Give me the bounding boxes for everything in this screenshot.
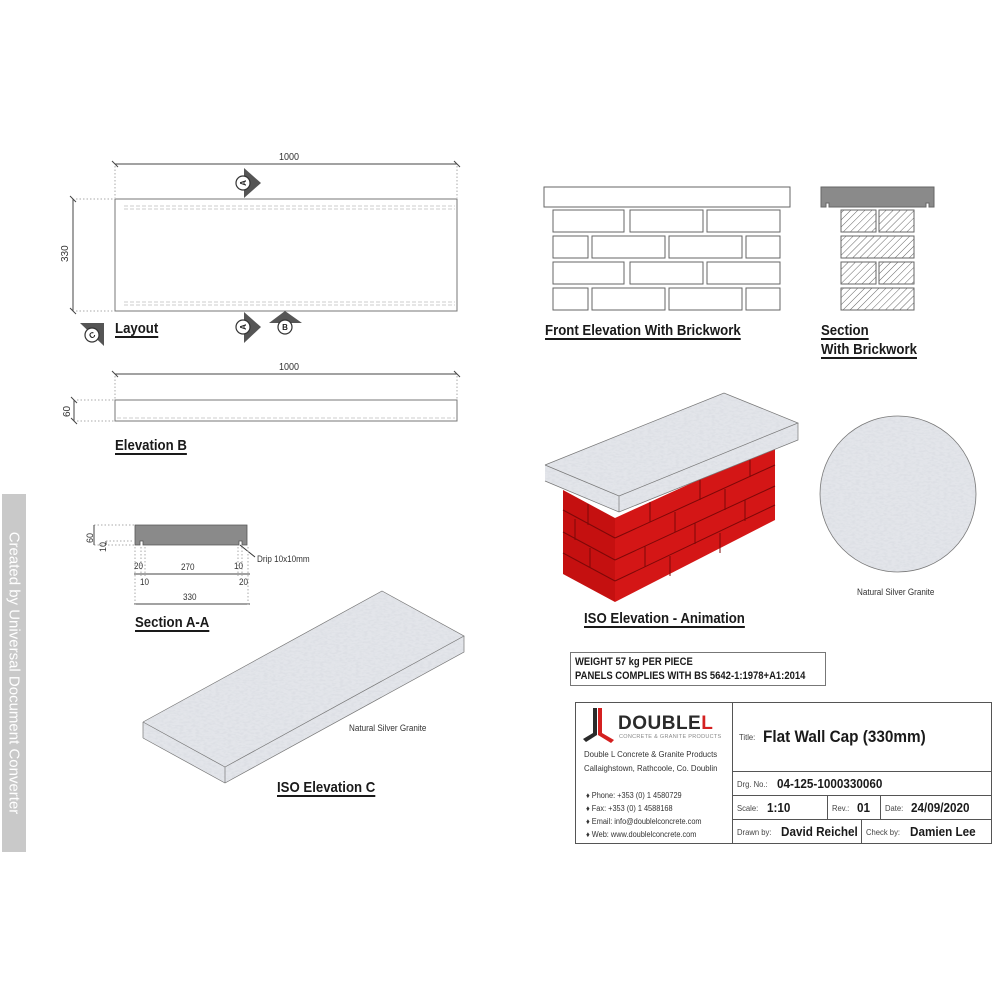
company-address: Callaighstown, Rathcoole, Co. Doublin — [584, 763, 718, 773]
layout-height-dim: 330 — [60, 245, 71, 262]
drawing-title: Flat Wall Cap (330mm) — [763, 727, 926, 746]
section-aa-view — [93, 524, 256, 606]
company-panel: DOUBLEL CONCRETE & GRANITE PRODUCTS Doub… — [576, 703, 733, 843]
company-email: ♦ Email: info@doublelconcrete.com — [586, 817, 702, 826]
company-fax: ♦ Fax: +353 (0) 1 4588168 — [586, 804, 673, 813]
scale-key: Scale: — [737, 802, 759, 813]
check-by-key: Check by: — [866, 826, 901, 837]
swatch-label: Natural Silver Granite — [857, 587, 935, 597]
svg-text:A: A — [239, 324, 248, 330]
watermark-strip: Created by Universal Document Converter — [2, 494, 26, 852]
elevation-b-width-dim: 1000 — [279, 362, 300, 373]
section-left-offset-dim: 20 — [134, 561, 144, 571]
iso-c-label: ISO Elevation C — [277, 779, 376, 796]
elevation-b-height-dim: 60 — [62, 405, 73, 417]
weight-note: WEIGHT 57 kg PER PIECE — [575, 656, 693, 668]
section-aa-label: Section A-A — [135, 614, 210, 631]
logo-text: DOUBLEL — [618, 713, 714, 734]
layout-view — [69, 160, 461, 315]
drg-no-key: Drg. No.: — [737, 778, 768, 789]
section-left-drip-dim: 10 — [140, 577, 150, 587]
rev-key: Rev.: — [832, 802, 850, 813]
layout-label: Layout — [115, 320, 159, 337]
company-phone: ♦ Phone: +353 (0) 1 4580729 — [586, 791, 682, 800]
title-block: DOUBLEL CONCRETE & GRANITE PRODUCTS Doub… — [575, 702, 992, 844]
section-total-dim: 330 — [183, 592, 197, 602]
section-height-dim: 60 — [85, 532, 95, 543]
logo-tagline: CONCRETE & GRANITE PRODUCTS — [619, 734, 722, 740]
section-brickwork-label-1: Section — [821, 322, 869, 339]
svg-text:C: C — [87, 330, 97, 341]
iso-c-slab — [142, 590, 465, 784]
compliance-note: PANELS COMPLIES WITH BS 5642-1:1978+A1:2… — [575, 670, 806, 682]
section-brickwork-label-2: With Brickwork — [821, 341, 917, 358]
scale-value: 1:10 — [766, 800, 791, 815]
iso-animation-label: ISO Elevation - Animation — [584, 610, 745, 627]
double-l-logo-icon — [583, 708, 614, 743]
section-drip-height-dim: 10 — [98, 541, 108, 552]
svg-text:A: A — [239, 180, 248, 186]
drawn-check-row: Drawn by: David Reichel Check by: Damien… — [733, 820, 991, 843]
section-marker-a-top-icon: A — [235, 168, 261, 198]
section-marker-c-icon: C — [80, 323, 104, 346]
checked-by: Damien Lee — [909, 824, 976, 839]
front-elevation-brickwork — [543, 186, 791, 311]
title-row: Title: Flat Wall Cap (330mm) — [733, 703, 991, 772]
company-web: ♦ Web: www.doublelconcrete.com — [586, 830, 697, 839]
drip-note: Drip 10x10mm — [257, 554, 310, 564]
notes-box: WEIGHT 57 kg PER PIECE PANELS COMPLIES W… — [570, 652, 826, 686]
revision: 01 — [857, 800, 871, 815]
drawing-number-row: Drg. No.: 04-125-1000330060 — [733, 772, 991, 796]
section-right-offset-dim: 20 — [239, 577, 249, 587]
section-brickwork — [820, 186, 935, 311]
front-elevation-label: Front Elevation With Brickwork — [545, 322, 741, 339]
section-marker-b-icon: B — [269, 311, 302, 335]
section-middle-dim: 270 — [181, 562, 195, 572]
section-right-drip-dim: 10 — [234, 561, 244, 571]
company-name: Double L Concrete & Granite Products — [584, 749, 718, 759]
elevation-b-label: Elevation B — [115, 437, 187, 454]
drawn-by: David Reichel — [781, 824, 859, 839]
svg-text:B: B — [282, 323, 288, 332]
title-key: Title: — [739, 732, 756, 742]
section-marker-a-bottom-icon: A — [235, 312, 261, 343]
iso-c-material-note: Natural Silver Granite — [349, 723, 427, 733]
elevation-b-view — [70, 370, 461, 425]
drawing-number: 04-125-1000330060 — [777, 776, 883, 791]
date-key: Date: — [885, 802, 904, 813]
granite-swatch — [819, 415, 977, 573]
layout-width-dim: 1000 — [279, 152, 300, 163]
drawn-by-key: Drawn by: — [737, 826, 772, 837]
drawing-info-panel: Title: Flat Wall Cap (330mm) Drg. No.: 0… — [733, 703, 991, 843]
logo-wordmark: DOUBLEL — [618, 713, 713, 735]
drawing-date: 24/09/2020 — [911, 800, 970, 815]
iso-animation-pier — [544, 392, 799, 602]
scale-rev-date-row: Scale: 1:10 Rev.: 01 Date: 24/09/2020 — [733, 796, 991, 820]
